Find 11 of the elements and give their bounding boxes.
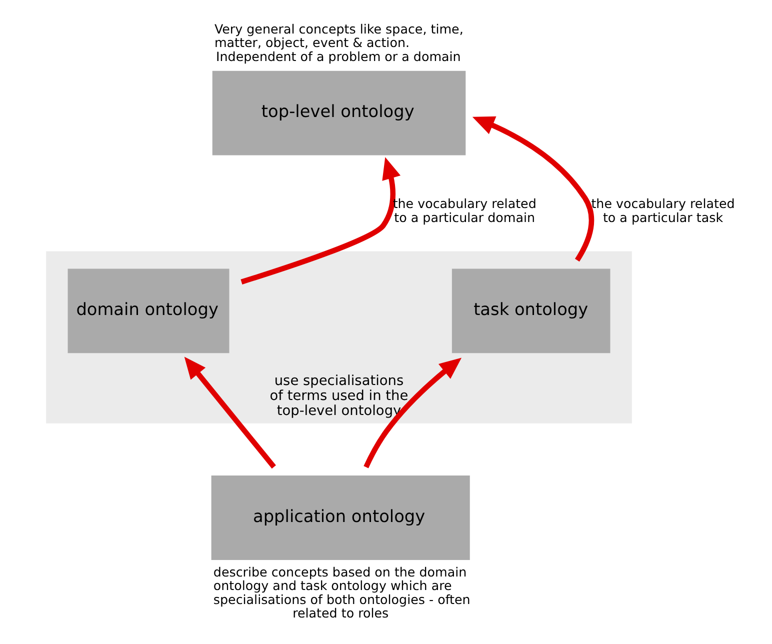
arrow <box>240 157 400 284</box>
node-box: top-level ontology <box>212 70 466 156</box>
edge-label: the vocabulary related to a particular task <box>590 196 734 225</box>
node-box: domain ontology <box>67 268 229 354</box>
node-label: Very general concepts like space, time, matter, object, event & action. Independent of a problem or a domain <box>214 21 463 64</box>
arrow <box>472 116 594 262</box>
node-label: describe concepts based on the domain ontology and task ontology which are specialisations of both ontologies - often related to roles <box>212 564 470 621</box>
node-box: task ontology <box>451 268 610 354</box>
node-box: application ontology <box>210 476 470 560</box>
arrow <box>184 356 276 469</box>
arrow <box>363 358 462 468</box>
